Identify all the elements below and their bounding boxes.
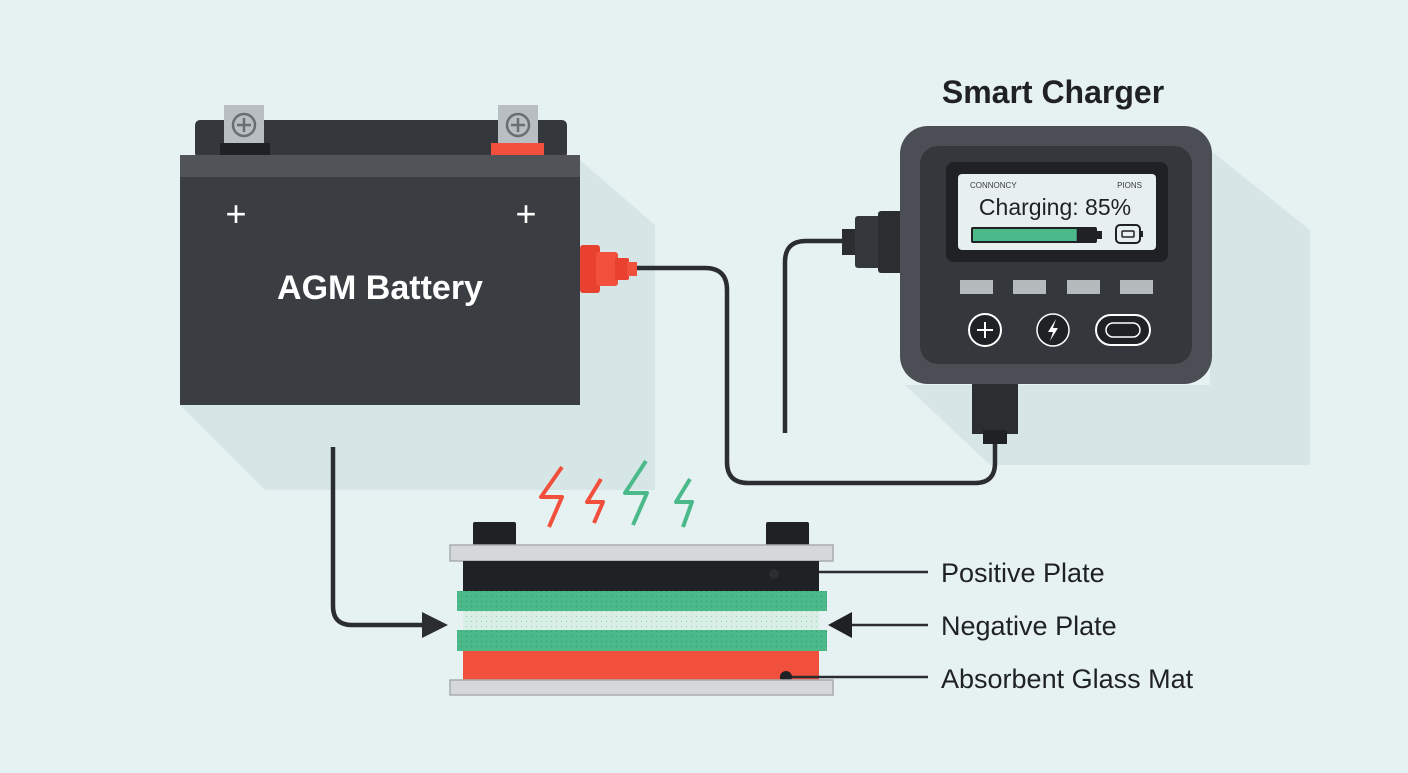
soft-key-4[interactable]	[1120, 280, 1153, 294]
battery-plus-left: +	[225, 193, 246, 234]
screen-small-label-right: PIONS	[1117, 181, 1142, 190]
charge-bar-cap	[1097, 231, 1102, 239]
charger-title: Smart Charger	[942, 74, 1164, 110]
red-bolt-icon	[539, 465, 564, 528]
charge-bolt-button[interactable]	[1036, 313, 1070, 347]
red-bolt-icon	[585, 477, 605, 524]
positive-plate-label: Positive Plate	[941, 558, 1105, 588]
green-bolt-icon	[623, 459, 649, 526]
soft-key-1[interactable]	[960, 280, 993, 294]
terminal-plus-icon	[505, 112, 531, 138]
cell-bottom-cover	[449, 679, 834, 696]
battery-top-band	[180, 155, 580, 177]
positive-plate-layer	[463, 561, 819, 591]
red-clamp-connector	[580, 245, 637, 293]
negative-plate-arrowhead	[828, 612, 852, 638]
soft-key-3[interactable]	[1067, 280, 1100, 294]
layer-callout-arrow-line	[330, 447, 422, 628]
charger-bottom-plug	[972, 378, 1018, 444]
bolt-icon	[1048, 319, 1058, 341]
terminal-plus-icon	[231, 112, 257, 138]
charge-bar-fill	[973, 229, 1077, 241]
cell-terminal-left	[473, 522, 516, 546]
battery-lid	[195, 120, 567, 158]
positive-plate-marker	[769, 569, 779, 579]
spark-bolt-icons	[539, 459, 694, 528]
screen-small-label-left: CONNONCY	[970, 181, 1017, 190]
negative-plate-label: Negative Plate	[941, 611, 1117, 641]
charging-cable	[637, 265, 998, 486]
cell-top-cover	[449, 544, 834, 562]
agm-battery: + + AGM Battery	[180, 105, 580, 405]
charging-status-text: Charging: 85%	[979, 194, 1131, 220]
battery-status-icon	[1115, 224, 1143, 244]
positive-terminal-base	[491, 143, 544, 155]
glass-mat-label: Absorbent Glass Mat	[941, 664, 1194, 694]
battery-body	[180, 155, 580, 405]
negative-terminal-base	[220, 143, 270, 155]
add-button[interactable]	[968, 313, 1002, 347]
power-cord	[782, 238, 845, 433]
battery-shadow	[180, 160, 655, 490]
cell-terminal-right	[766, 522, 809, 546]
smart-charger: CONNONCY PIONS Charging: 85%	[900, 126, 1212, 384]
charger-side-plug	[842, 211, 904, 273]
soft-key-2[interactable]	[1013, 280, 1046, 294]
red-plate-layer	[463, 651, 819, 680]
green-separator-texture	[457, 630, 827, 651]
battery-label: AGM Battery	[277, 269, 483, 307]
green-bolt-icon	[674, 477, 694, 528]
green-separator-texture	[457, 591, 827, 611]
layer-callout-arrowhead	[422, 612, 448, 638]
agm-cell-cross-section	[449, 522, 834, 696]
battery-plus-right: +	[515, 193, 536, 234]
glass-mat-texture	[463, 611, 819, 630]
mode-pill-button[interactable]	[1095, 314, 1151, 346]
